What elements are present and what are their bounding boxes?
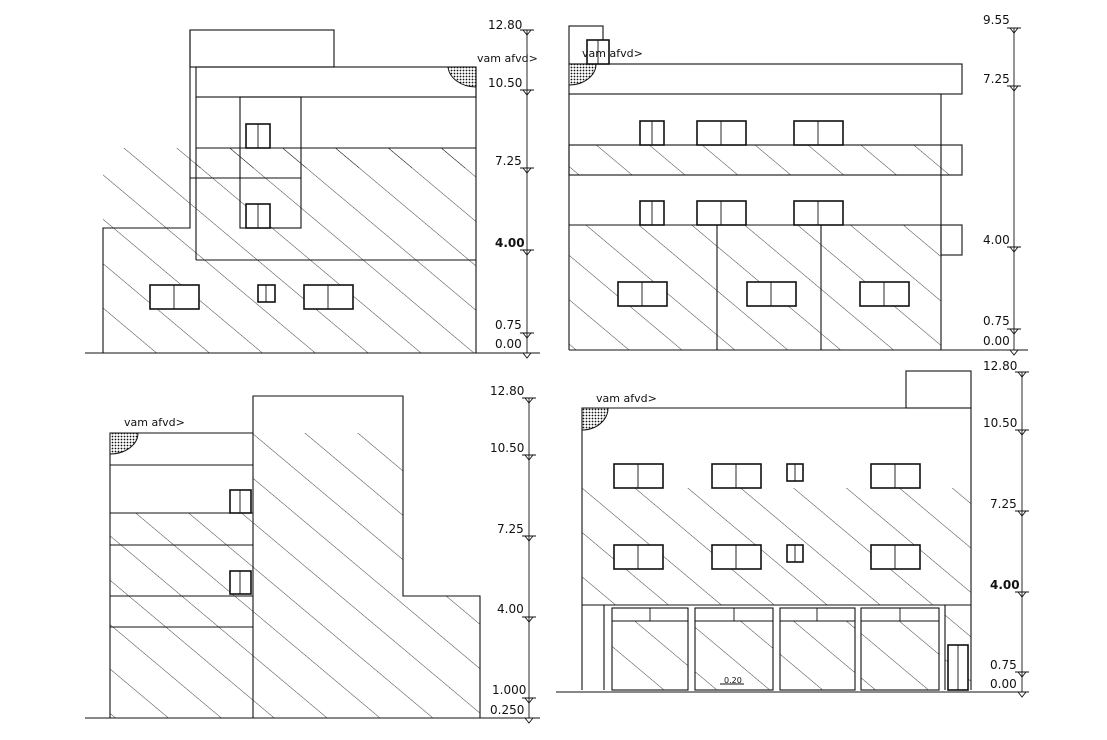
level-label: 4.00 xyxy=(497,602,524,616)
window xyxy=(639,200,665,226)
level-label: 0.250 xyxy=(490,703,524,717)
level-ticks xyxy=(520,29,534,359)
window xyxy=(586,39,610,65)
hatch-fill xyxy=(780,621,855,690)
window xyxy=(786,544,804,563)
shop-shutter xyxy=(779,607,856,691)
level-label: 7.25 xyxy=(983,72,1010,86)
dome-ornament xyxy=(447,66,477,88)
level-label: 10.50 xyxy=(983,416,1017,430)
level-label: 9.55 xyxy=(983,13,1010,27)
window xyxy=(245,123,271,149)
annotation-label: vam afvd> xyxy=(596,392,657,405)
side-ledge xyxy=(940,224,963,256)
hatch-fill xyxy=(253,433,403,718)
roof-slab xyxy=(568,63,963,95)
level-label: 1.000 xyxy=(492,683,526,697)
window xyxy=(859,281,910,307)
roof-slab xyxy=(195,66,477,98)
level-label: 0.75 xyxy=(990,658,1017,672)
window xyxy=(613,544,664,570)
window xyxy=(613,463,664,489)
window xyxy=(870,544,921,570)
annotation-label: vam afvd> xyxy=(582,47,643,60)
window xyxy=(257,284,276,303)
hatch-fill xyxy=(403,596,480,718)
dimension-note: 0.20 xyxy=(724,676,742,685)
hatch-fill xyxy=(110,465,253,513)
hatch-fill xyxy=(695,621,773,690)
elevation-2: 9.55 7.25 4.00 0.75 0.00 vam afvd> xyxy=(568,13,1028,356)
stair-tower xyxy=(905,370,972,409)
shop-shutter xyxy=(611,607,689,691)
door xyxy=(947,644,969,691)
elevation-3: 12.80 10.50 7.25 4.00 1.000 0.250 vam af… xyxy=(85,384,540,724)
window xyxy=(639,120,665,146)
shop-shutter xyxy=(860,607,940,691)
window xyxy=(793,200,844,226)
floor-band xyxy=(568,144,963,176)
level-label: 7.25 xyxy=(495,154,522,168)
window xyxy=(711,463,762,489)
annotation-label: vam afvd> xyxy=(477,52,538,65)
window xyxy=(696,120,747,146)
level-label: 10.50 xyxy=(490,441,524,455)
window xyxy=(696,200,747,226)
level-label: 4.00 xyxy=(990,578,1020,592)
shop-shutter xyxy=(694,607,774,691)
hatch-fill xyxy=(612,621,688,690)
window xyxy=(229,570,252,595)
window xyxy=(245,203,271,229)
window xyxy=(793,120,844,146)
level-label: 0.75 xyxy=(983,314,1010,328)
level-label: 0.75 xyxy=(495,318,522,332)
level-label: 12.80 xyxy=(983,359,1017,373)
level-label: 7.25 xyxy=(990,497,1017,511)
level-label: 0.00 xyxy=(495,337,522,351)
window xyxy=(711,544,762,570)
hatch-fill xyxy=(103,148,476,353)
level-label: 7.25 xyxy=(497,522,524,536)
window xyxy=(303,284,354,310)
level-label: 4.00 xyxy=(983,233,1010,247)
level-label: 0.00 xyxy=(983,334,1010,348)
window xyxy=(870,463,921,489)
window xyxy=(746,281,797,307)
elevation-1: 12.80 10.50 7.25 4.00 0.75 0.00 vam afvd… xyxy=(85,18,540,359)
elevation-4: 0.20 12.80 10.50 7.25 4.00 0.75 0.00 vam… xyxy=(556,359,1029,698)
dome-ornament xyxy=(109,432,139,455)
window xyxy=(149,284,200,310)
dome-ornament xyxy=(581,407,609,431)
hatch-fill xyxy=(861,621,939,690)
hatch-fill xyxy=(110,513,253,718)
stair-tower xyxy=(189,29,335,68)
level-label: 0.00 xyxy=(990,677,1017,691)
hatch-fill xyxy=(196,148,476,168)
level-label: 10.50 xyxy=(488,76,522,90)
level-label: 4.00 xyxy=(495,236,525,250)
level-label: 12.80 xyxy=(488,18,522,32)
window xyxy=(617,281,668,307)
window xyxy=(229,489,252,514)
hatch-fill xyxy=(569,145,962,175)
window xyxy=(786,463,804,482)
annotation-label: vam afvd> xyxy=(124,416,185,429)
level-label: 12.80 xyxy=(490,384,524,398)
dome-ornament xyxy=(568,63,597,86)
